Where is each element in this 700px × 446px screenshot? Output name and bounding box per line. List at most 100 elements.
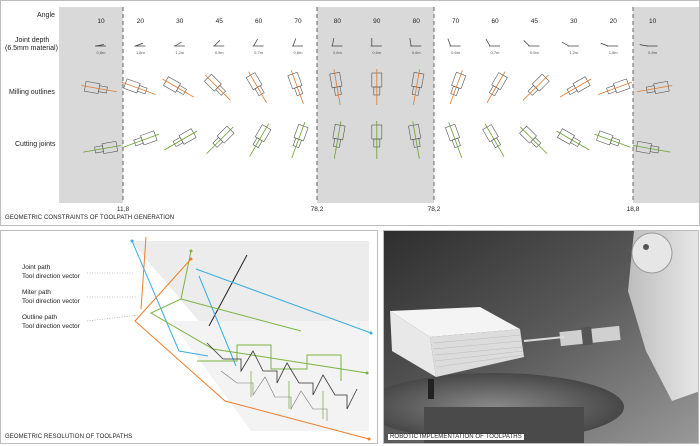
joint-end-point — [369, 331, 373, 335]
joint-depth-sketch — [253, 38, 258, 47]
milling-outline-glyph — [522, 73, 550, 101]
joint-start-point — [130, 239, 134, 243]
joint-depth-value: 0,9m — [215, 50, 225, 55]
joint-depth-value: 1,2m — [569, 50, 579, 55]
angle-value: 20 — [137, 18, 145, 25]
geometric-constraints-panel: 10 0,8m 20 1,8m 30 1,2m 45 0,9m 60 0,7m 70 0,6m 80 0,… — [0, 0, 700, 226]
joint-depth-value: 0,7m — [254, 50, 264, 55]
caption-geometric-resolution: GEOMETRIC RESOLUTION OF TOOLPATHS — [5, 434, 133, 440]
milling-outline-glyph — [329, 69, 343, 105]
outline-edge — [208, 254, 248, 327]
joint-direction-line — [198, 275, 237, 367]
milling-outline-glyph — [245, 71, 267, 104]
cutting-joint-glyph — [291, 122, 309, 159]
angle-value: 10 — [97, 18, 105, 25]
folded-sheet-top — [390, 307, 520, 337]
angle-value: 70 — [452, 18, 460, 25]
cutting-joint-glyph — [519, 125, 548, 155]
cutting-joint-glyph — [123, 130, 160, 148]
milling-outline-glyph — [486, 71, 508, 104]
joint-depth-sketch — [292, 38, 297, 47]
angle-value: 60 — [255, 18, 263, 25]
angle-value: 30 — [176, 18, 184, 25]
miter-end-point — [365, 371, 369, 375]
milling-outline-glyph — [371, 69, 383, 105]
geometric-resolution-panel: Joint path Tool direction vector Miter p… — [0, 230, 378, 444]
robotic-implementation-panel: ROBOTIC IMPLEMENTATION OF TOOLPATHS — [383, 230, 699, 444]
joint-depth-sketch — [523, 40, 530, 47]
stepped-joint-profile-lower — [220, 370, 328, 421]
angle-value: 80 — [334, 18, 342, 25]
joint-depth-value: 0,7m — [491, 50, 501, 55]
joint-depth-sketch — [409, 38, 412, 47]
row-label-cutting-joints: Cutting joints — [15, 141, 56, 148]
outline-end-point — [367, 437, 371, 441]
robot-joint-bolt — [643, 244, 649, 250]
cutting-joint-glyph — [249, 123, 272, 157]
angle-value: 60 — [491, 18, 499, 25]
cutting-joint-glyph — [164, 128, 198, 151]
joint-depth-sketch — [135, 42, 144, 47]
robot-arm — [628, 231, 698, 401]
leader-outline — [86, 314, 140, 322]
angle-value: 45 — [216, 18, 224, 25]
joint-depth-sketch — [447, 38, 451, 47]
shaded-zone-center — [317, 7, 434, 203]
joint-depth-value: 1,8m — [609, 50, 619, 55]
joint-depth-value: 0,6m — [372, 50, 382, 55]
milling-outline-glyph — [636, 80, 673, 94]
outline-start-point — [189, 257, 193, 261]
outline-tool-vector — [140, 236, 147, 310]
clamp-post — [428, 379, 434, 399]
sheet-folds — [433, 334, 524, 368]
angle-value: 20 — [610, 18, 618, 25]
joint-depth-sketch — [213, 40, 221, 47]
miter-tool-vector — [149, 298, 368, 374]
angle-value: 90 — [373, 18, 381, 25]
legend-outline-path-vector: Tool direction vector — [22, 323, 80, 330]
milling-outline-glyph — [81, 80, 117, 94]
row-label-angle: Angle — [37, 12, 55, 19]
milling-outline-glyph — [449, 70, 467, 105]
robot-photo — [384, 231, 698, 443]
milling-outline-glyph — [411, 69, 425, 105]
caption-geometric-constraints: GEOMETRIC CONSTRAINTS OF TOOLPATH GENERA… — [5, 215, 175, 221]
milling-outline-glyph — [162, 76, 194, 98]
joint-path-line — [131, 240, 209, 357]
legend-joint-path: Joint path Tool direction vector — [22, 263, 80, 281]
legend-miter-path-title: Miter path — [22, 289, 51, 296]
boundary-value-1: 11,8 — [117, 206, 130, 213]
boundary-value-2: 78,2 — [311, 206, 324, 213]
stepped-joint-profile — [206, 342, 358, 410]
cutting-joint-glyph — [594, 130, 631, 148]
joint-depth-value: 0,8m — [648, 50, 658, 55]
toolpath-resolution-diagram — [86, 236, 373, 441]
legend-outline-path: Outline path Tool direction vector — [22, 313, 80, 331]
joint-depth-value: 1,2m — [175, 50, 185, 55]
robot-joint — [631, 232, 673, 274]
angle-value: 80 — [413, 18, 421, 25]
joint-depth-value: 0,6m — [294, 50, 304, 55]
row-label-milling-outlines: Milling outlines — [9, 89, 55, 96]
legend-joint-path-vector: Tool direction vector — [22, 273, 80, 280]
cutting-joint-glyph — [371, 121, 383, 159]
milling-outline-glyph — [203, 73, 231, 101]
spindle-collar — [581, 326, 593, 346]
cutting-joint-glyph — [408, 121, 422, 159]
legend-miter-path: Miter path Tool direction vector — [22, 288, 80, 306]
boundary-value-3: 78,2 — [428, 206, 441, 213]
folded-sheet-side — [390, 311, 436, 377]
milling-bit — [523, 336, 565, 342]
shaded-zone-left — [59, 7, 123, 203]
cutting-joint-glyph — [632, 140, 671, 154]
joint-depth-value: 0,6m — [451, 50, 461, 55]
angle-value: 70 — [294, 18, 302, 25]
constraints-diagram: 10 0,8m 20 1,8m 30 1,2m 45 0,9m 60 0,7m 70 0,6m 80 0,… — [59, 7, 699, 213]
caption-robotic-implementation: ROBOTIC IMPLEMENTATION OF TOOLPATHS — [388, 434, 524, 440]
miter-joint-steps — [197, 344, 342, 381]
joint-depth-value: 0,9m — [530, 50, 540, 55]
milling-outline-glyph — [287, 70, 304, 105]
joint-depth-value: 0,6m — [412, 50, 422, 55]
legend-outline-path-title: Outline path — [22, 314, 58, 321]
joint-depth-sketch — [485, 38, 491, 47]
